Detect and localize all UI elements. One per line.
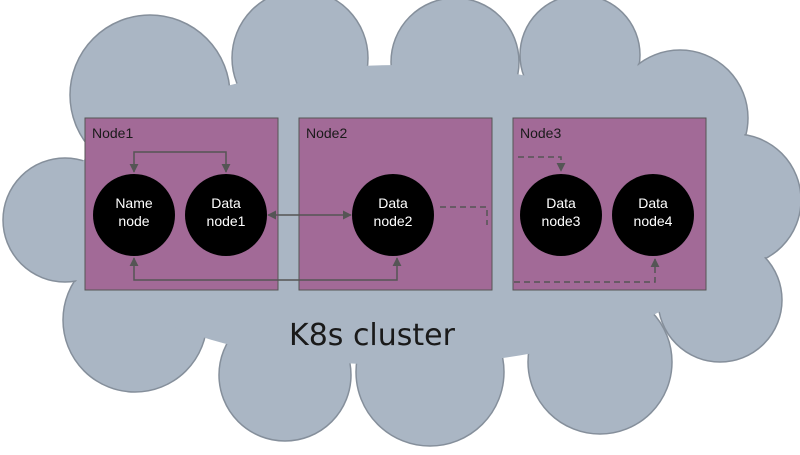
connector-namenode-datanode1 <box>129 151 231 173</box>
service-label-line1: Data <box>546 195 576 211</box>
service-data-node3: Data node3 <box>520 174 602 256</box>
service-data-node4: Data node4 <box>612 174 694 256</box>
service-label-line1: Data <box>211 195 241 211</box>
service-name-node: Name node <box>93 174 175 256</box>
service-label-line2: node2 <box>374 213 413 229</box>
service-label-line1: Data <box>378 195 408 211</box>
connectors <box>129 151 660 283</box>
service-label-line1: Name <box>115 195 153 211</box>
service-label-line2: node4 <box>634 213 673 229</box>
service-label-line2: node3 <box>542 213 581 229</box>
connector-dashed-datanode3-in <box>518 156 566 172</box>
service-label-line2: node <box>118 213 149 229</box>
node-label: Node3 <box>520 125 561 141</box>
connector-namenode-datanode2 <box>129 257 402 281</box>
service-data-node1: Data node1 <box>185 174 267 256</box>
connector-dashed-node2-out <box>440 206 488 225</box>
service-label-line2: node1 <box>207 213 246 229</box>
connector-dashed-datanode4-in <box>514 258 660 283</box>
node-label: Node2 <box>306 125 347 141</box>
service-label-line1: Data <box>638 195 668 211</box>
service-data-node2: Data node2 <box>352 174 434 256</box>
node-label: Node1 <box>92 125 133 141</box>
cluster-label: K8s cluster <box>289 318 456 353</box>
